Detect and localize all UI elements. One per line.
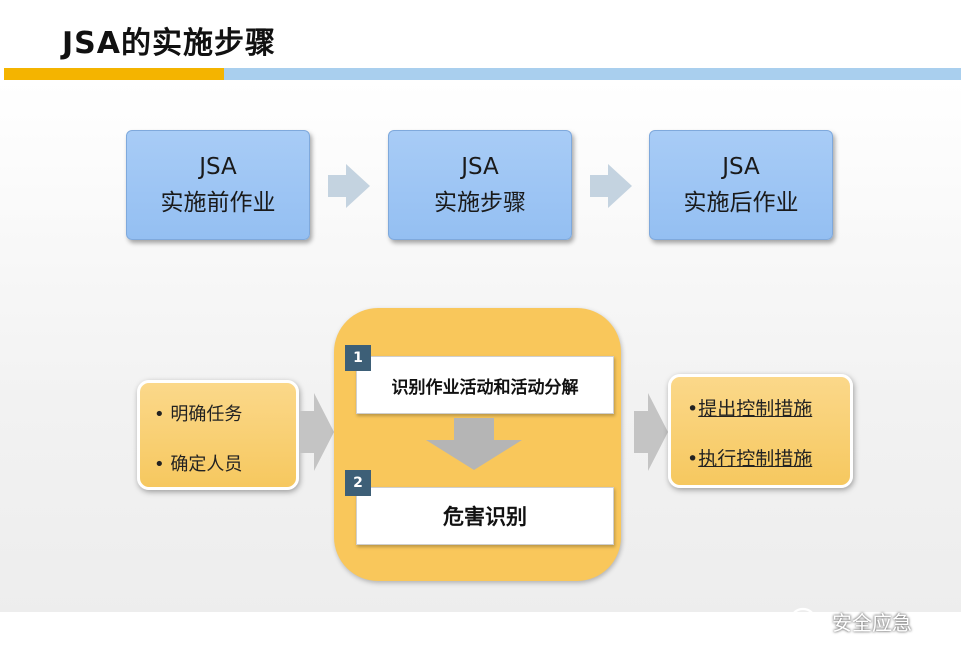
bullet-icon: • bbox=[154, 454, 171, 475]
step-card-hazard-identification: 危害识别 bbox=[356, 487, 614, 545]
wechat-icon bbox=[790, 607, 824, 634]
post-work-detail-box: •提出控制措施 •执行控制措施 bbox=[668, 374, 853, 488]
arrow-down-icon bbox=[426, 418, 522, 470]
arrow-right-icon bbox=[590, 164, 632, 208]
list-item: • 确定人员 bbox=[154, 454, 243, 475]
step-box-implementation-line1: JSA bbox=[461, 154, 499, 180]
list-item: •执行控制措施 bbox=[687, 448, 813, 470]
title-underline-blue bbox=[224, 68, 961, 80]
step-number-badge: 1 bbox=[345, 345, 371, 371]
arrow-right-icon bbox=[300, 393, 334, 471]
step-box-implementation-line2: 实施步骤 bbox=[434, 190, 526, 216]
bottom-band bbox=[0, 612, 961, 663]
step-box-post-work-line1: JSA bbox=[722, 154, 760, 180]
bullet-icon: • bbox=[154, 404, 171, 425]
bullet-icon: • bbox=[687, 448, 699, 470]
title-underline-yellow bbox=[4, 68, 224, 80]
title-underline bbox=[0, 68, 961, 80]
arrow-right-icon bbox=[634, 393, 668, 471]
step-box-implementation: JSA 实施步骤 bbox=[388, 130, 572, 240]
pre-work-detail-box: • 明确任务 • 确定人员 bbox=[137, 380, 299, 490]
watermark-text: 安全应急 bbox=[832, 610, 912, 635]
step-number-badge: 2 bbox=[345, 470, 371, 496]
step-box-pre-work-line2: 实施前作业 bbox=[160, 190, 276, 216]
step-box-post-work: JSA 实施后作业 bbox=[649, 130, 833, 240]
page-title: JSA的实施步骤 bbox=[62, 26, 276, 61]
step-card-activity-breakdown: 识别作业活动和活动分解 bbox=[356, 356, 614, 414]
step-box-post-work-line2: 实施后作业 bbox=[683, 190, 799, 216]
arrow-right-icon bbox=[328, 164, 370, 208]
step-box-pre-work: JSA 实施前作业 bbox=[126, 130, 310, 240]
list-item: •提出控制措施 bbox=[687, 398, 813, 420]
list-item: • 明确任务 bbox=[154, 404, 243, 425]
watermark: 安全应急 bbox=[790, 604, 912, 638]
bullet-icon: • bbox=[687, 398, 699, 420]
step-box-pre-work-line1: JSA bbox=[199, 154, 237, 180]
